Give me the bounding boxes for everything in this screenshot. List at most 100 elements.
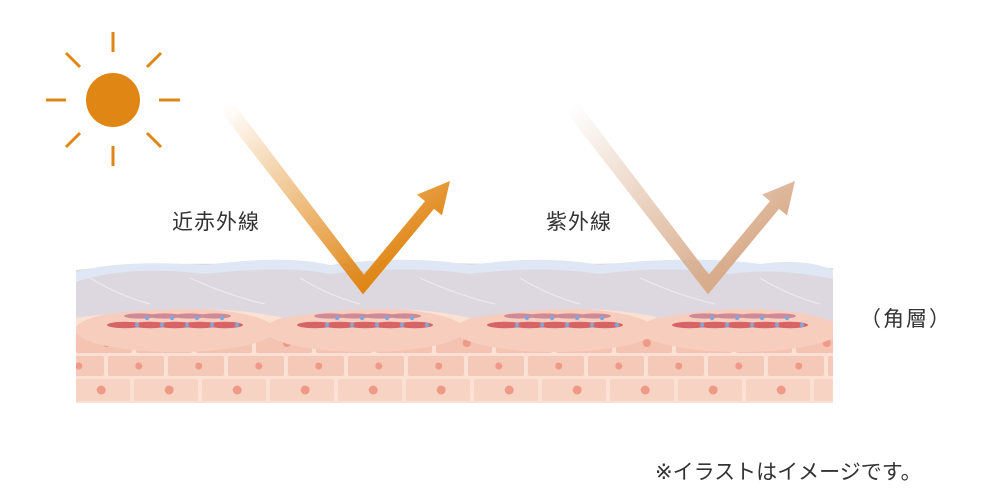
corneum-cell-line [639,277,716,305]
corneum-cell-line [89,277,151,305]
cell-nucleus [315,362,323,370]
granular-cell [107,321,143,329]
ultraviolet-label: 紫外線 [546,210,612,234]
granular-cell [747,321,783,329]
epidermis-cell [76,356,104,376]
cell-nucleus [375,362,383,370]
cell-junction [334,315,340,321]
illustration-note: ※イラストはイメージです。 [655,460,922,484]
cell-nucleus [164,385,174,395]
stratum-corneum-label: （角層） [860,307,952,331]
cell-junction [409,315,415,321]
granular-cell [372,321,408,329]
cell-nucleus [735,362,743,370]
cell-nucleus [435,362,443,370]
cell-nucleus [845,386,854,395]
granular-mound [265,308,465,352]
cell-junction [614,322,620,328]
cell-nucleus [855,363,862,370]
cell-junction [424,322,430,328]
cell-nucleus [76,362,83,370]
granular-cell [297,321,333,329]
corneum-cell-line [519,277,581,305]
cell-nucleus [795,362,803,370]
cell-junction [599,315,605,321]
cell-junction [514,322,520,328]
cell-junction [349,322,355,328]
cell-nucleus [640,385,650,395]
skin-cross-section [76,259,862,403]
cell-junction [159,322,165,328]
cell-junction [399,322,405,328]
cell-nucleus [708,385,718,395]
granular-cell [322,321,358,329]
granular-cell [487,321,523,329]
cell-junction [589,322,595,328]
granular-cell [347,321,383,329]
cell-junction [184,322,190,328]
cell-junction [724,322,730,328]
granular-cell [562,321,598,329]
cell-junction [539,322,545,328]
corneum-cell-line [189,277,266,305]
granular-cell [764,313,796,319]
cell-junction [384,315,390,321]
cell-junction [699,322,705,328]
granular-mound [640,308,833,352]
corneum-cell-line [419,277,496,305]
cell-nucleus [555,362,563,370]
cell-junction [564,322,570,328]
sun-icon [46,32,180,166]
cell-junction [194,315,200,321]
cell-junction [524,315,530,321]
cell-nucleus [776,385,786,395]
corneum-cell-line [759,277,821,305]
cell-nucleus [642,339,651,347]
cell-nucleus [232,385,242,395]
cell-nucleus [368,385,378,395]
cell-junction [209,322,215,328]
cell-nucleus [504,385,514,395]
cell-junction [134,322,140,328]
cell-junction [219,315,225,321]
granular-cell [182,321,218,329]
granular-cell [207,321,243,329]
granular-cell [579,313,611,319]
cell-nucleus [675,362,683,370]
cell-nucleus [495,362,503,370]
granular-cell [697,321,733,329]
cell-nucleus [96,385,106,395]
cell-junction [709,315,715,321]
cell-junction [234,322,240,328]
epidermis-cell [814,379,833,401]
cell-junction [774,322,780,328]
cell-junction [169,315,175,321]
granular-layer [76,308,833,352]
cell-junction [324,322,330,328]
granular-cell [537,321,573,329]
cell-junction [374,322,380,328]
granular-cell [157,321,193,329]
cell-junction [759,315,765,321]
cell-nucleus [255,362,263,370]
cell-junction [549,315,555,321]
epidermis-cell [828,356,833,376]
cell-nucleus [436,385,446,395]
cell-nucleus [572,385,582,395]
granular-cell [397,321,433,329]
cell-nucleus [615,362,623,370]
cell-nucleus [300,385,310,395]
granular-cell [672,321,708,329]
granular-cell [512,321,548,329]
cell-junction [749,322,755,328]
granular-cell [587,321,623,329]
near-infrared-arrow [219,102,450,295]
cell-nucleus [135,362,143,370]
granular-mound [455,308,655,352]
skin-surface-film [76,259,833,282]
cell-junction [799,322,805,328]
stratum-corneum-lines [89,277,821,305]
granular-cell [772,321,808,329]
cell-nucleus [195,362,203,370]
